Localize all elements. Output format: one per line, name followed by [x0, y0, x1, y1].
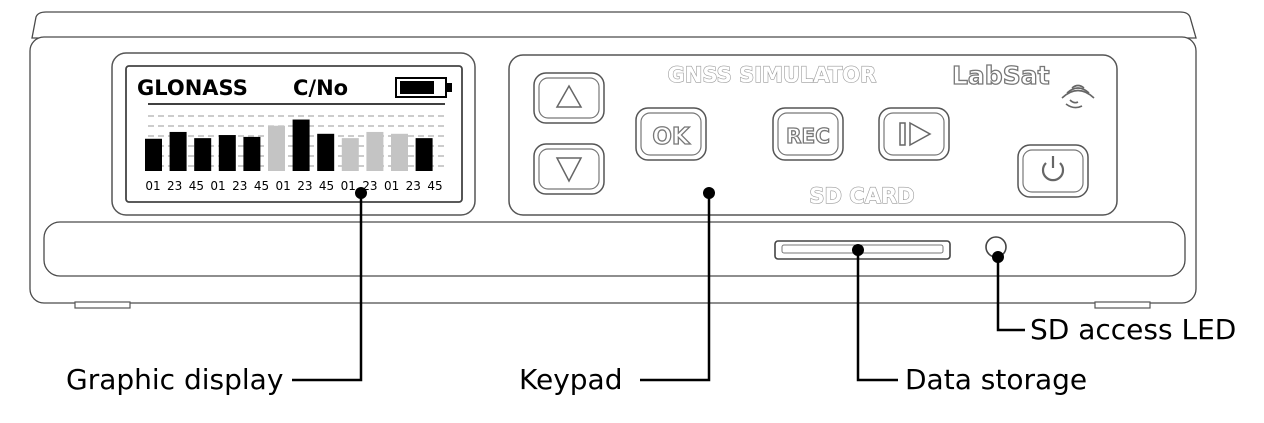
- signal-bar: [145, 138, 162, 171]
- tick-label: 45: [254, 179, 269, 193]
- channel-tick-labels: 01 23 45 01 23 45 01 23 45 01 23 01 23 45: [145, 179, 442, 193]
- sd-card-label: SD CARD: [809, 184, 914, 208]
- tick-label: 45: [189, 179, 204, 193]
- lower-strip: [43, 221, 1186, 277]
- display-metric-label: C/No: [293, 76, 348, 100]
- wireless-signal-icon: [1061, 84, 1095, 109]
- device-foot-right: [1094, 301, 1151, 309]
- tick-label: 23: [297, 179, 312, 193]
- signal-bar: [366, 131, 384, 171]
- play-button[interactable]: [878, 107, 950, 161]
- callout-data-storage-label: Data storage: [905, 363, 1087, 396]
- tick-label: 01: [210, 179, 225, 193]
- tick-label: 01: [276, 179, 291, 193]
- callout-sd-led-label: SD access LED: [1030, 313, 1236, 346]
- ok-button-label: OK: [652, 124, 691, 150]
- brand-name: LabSat: [952, 61, 1050, 90]
- signal-bar: [317, 133, 335, 171]
- signal-bar: [341, 138, 359, 171]
- display-system-label: GLONASS: [137, 76, 248, 100]
- brand-logo: LabSat: [951, 60, 1095, 109]
- down-button[interactable]: [533, 143, 605, 195]
- device-foot-left: [74, 301, 131, 309]
- up-button[interactable]: [533, 72, 605, 124]
- signal-bar: [415, 138, 433, 171]
- up-arrow-icon: [555, 84, 583, 108]
- signal-bar: [169, 131, 187, 171]
- graphic-display: GLONASS C/No 01 23 45 01 23 45 01 23 45 01 23 01 23 4…: [111, 52, 476, 216]
- signal-bar: [194, 138, 212, 171]
- power-button[interactable]: [1017, 144, 1089, 198]
- rec-button[interactable]: REC: [772, 107, 844, 161]
- rec-button-label: REC: [786, 124, 830, 148]
- callout-graphic-display-label: Graphic display: [66, 363, 283, 396]
- callout-keypad: Keypad: [519, 187, 715, 396]
- tick-label: 45: [427, 179, 442, 193]
- tick-label: 45: [319, 179, 334, 193]
- callout-sd-led: SD access LED: [992, 251, 1236, 346]
- tick-label: 01: [384, 179, 399, 193]
- callout-keypad-label: Keypad: [519, 363, 622, 396]
- tick-label: 23: [167, 179, 182, 193]
- signal-bar: [218, 135, 236, 171]
- signal-bar: [391, 133, 408, 171]
- signal-bar: [243, 136, 261, 171]
- keypad-panel: GNSS SIMULATOR LabSat: [508, 54, 1118, 216]
- down-arrow-icon: [555, 157, 583, 183]
- tick-label: 23: [362, 179, 377, 193]
- callout-data-storage: Data storage: [852, 244, 1087, 396]
- tick-label: 23: [406, 179, 421, 193]
- signal-bar: [292, 119, 310, 171]
- battery-icon: [395, 77, 452, 98]
- device-top-edge: [31, 11, 1197, 39]
- tick-label: 23: [232, 179, 247, 193]
- panel-title: GNSS SIMULATOR: [668, 63, 877, 87]
- power-icon: [1041, 156, 1065, 182]
- tick-label: 01: [145, 179, 160, 193]
- ok-button[interactable]: OK: [635, 107, 707, 161]
- signal-bar: [268, 125, 285, 171]
- tick-label: 01: [341, 179, 356, 193]
- callout-graphic-display: Graphic display: [66, 187, 367, 396]
- signal-bars: [145, 119, 433, 171]
- play-icon: [899, 121, 932, 147]
